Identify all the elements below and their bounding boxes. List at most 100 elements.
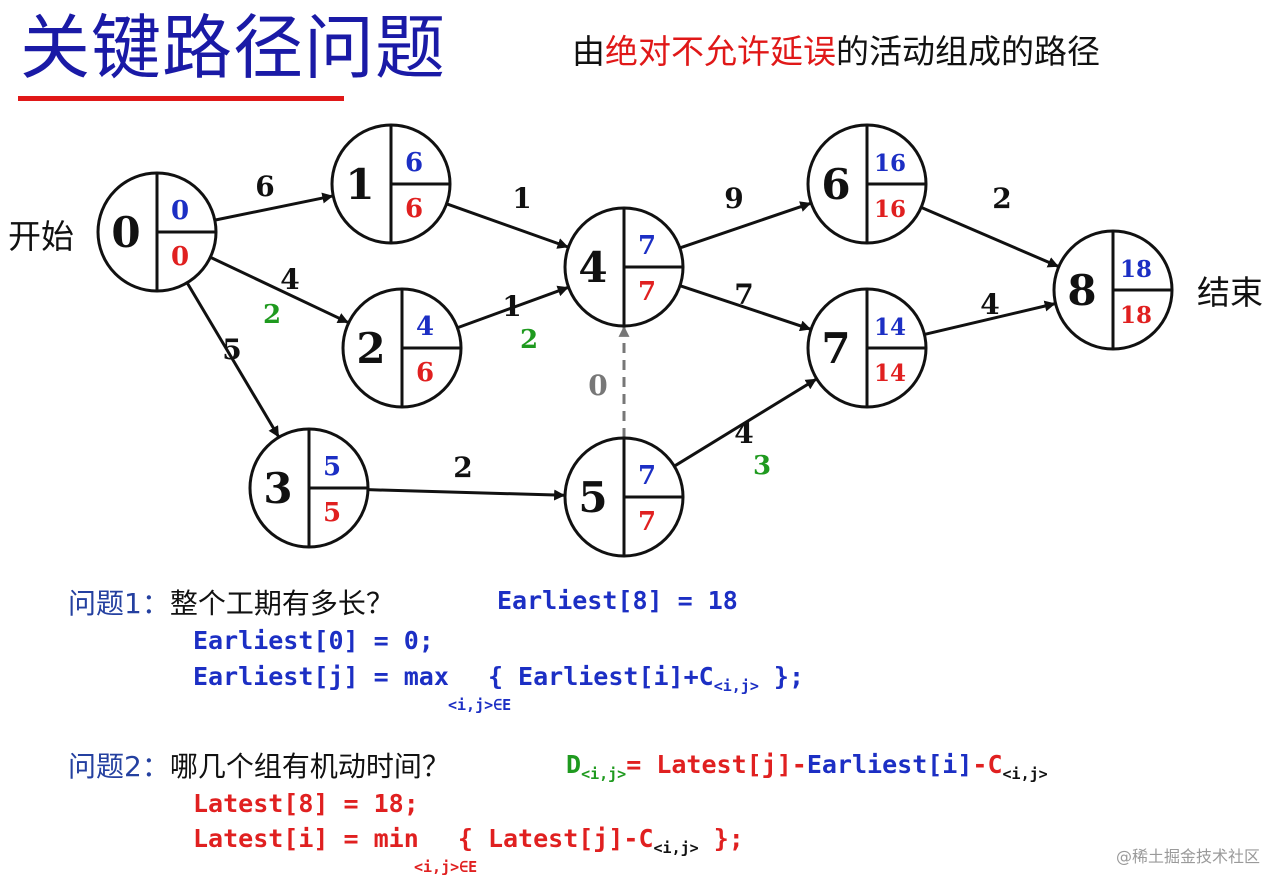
node-earliest: 18 <box>1120 256 1152 283</box>
node-6: 6 16 16 <box>806 123 928 245</box>
q1-question: 整个工期有多长？ <box>169 587 394 620</box>
q1-line2-under: <i,j>∈E <box>448 696 512 714</box>
edge-3-5 <box>367 488 566 501</box>
node-id: 8 <box>1067 266 1096 315</box>
node-earliest: 7 <box>638 461 656 491</box>
edge-0-1 <box>214 192 334 222</box>
node-5: 5 7 7 <box>563 436 685 558</box>
q1-row: 问题1：整个工期有多长？ <box>68 582 394 622</box>
q2-question: 哪几个组有机动时间？ <box>169 750 450 783</box>
watermark: @稀土掘金技术社区 <box>1115 847 1260 866</box>
node-latest: 7 <box>638 507 656 537</box>
edge-weight-1-4: 1 <box>512 182 531 215</box>
edge-4-7 <box>679 284 812 332</box>
q2-formula-earliest: Earliest[i] <box>806 750 973 779</box>
q2-formula-eq: = Latest[j]- <box>626 750 807 779</box>
edge-4-6 <box>679 201 812 250</box>
edge-weight-2-4: 1 <box>502 290 521 323</box>
page-title: 关键路径问题 <box>20 7 446 89</box>
node-id: 7 <box>821 324 850 373</box>
node-id: 5 <box>578 473 607 522</box>
q1-line2-rest-b: }; <box>758 662 805 691</box>
end-label: 结束 <box>1197 273 1263 312</box>
q2-line2-sub: <i,j> <box>653 839 699 857</box>
q1-line1: Earliest[0] = 0; <box>193 626 434 655</box>
subtitle-prefix: 由 <box>572 32 605 71</box>
q2-formula-d-sub: <i,j> <box>581 765 627 783</box>
edge-6-8 <box>920 205 1059 268</box>
node-1: 1 6 6 <box>330 123 452 245</box>
node-id: 6 <box>821 160 850 209</box>
edge-weight-4-7: 7 <box>734 278 753 311</box>
title-underline <box>18 96 344 101</box>
q2-formula-minus: -C <box>972 750 1003 779</box>
edge-weight-4-6: 9 <box>724 182 743 215</box>
q2-row: 问题2：哪几个组有机动时间？ <box>68 745 450 785</box>
edge-slack-0-2: 2 <box>263 300 281 330</box>
node-earliest: 14 <box>874 314 906 341</box>
node-id: 3 <box>263 464 292 513</box>
edge-weight-7-8: 4 <box>980 288 999 321</box>
edge-slack-5-7: 3 <box>753 451 771 481</box>
node-7: 7 14 14 <box>806 287 928 409</box>
start-label: 开始 <box>8 217 74 256</box>
q1-answer: Earliest[8] = 18 <box>497 586 738 615</box>
edge-weight-6-8: 2 <box>992 182 1011 215</box>
node-latest: 6 <box>405 194 423 224</box>
edge-0-2 <box>209 255 349 324</box>
node-latest: 16 <box>874 196 906 223</box>
subtitle: 由绝对不允许延误的活动组成的路径 <box>572 32 1100 72</box>
subtitle-highlight: 绝对不允许延误 <box>605 32 836 71</box>
edge-slack-2-4: 2 <box>520 325 538 355</box>
edge-1-4 <box>446 202 569 249</box>
edge-weight-5-7: 4 <box>734 417 753 450</box>
q2-label: 问题2： <box>68 750 170 783</box>
node-earliest: 5 <box>323 452 341 482</box>
edge-weight-5-4: 0 <box>588 369 607 402</box>
node-id: 0 <box>111 208 140 257</box>
node-latest: 5 <box>323 498 341 528</box>
edge-7-8 <box>924 300 1056 336</box>
node-3: 3 5 5 <box>248 427 370 549</box>
q2-line2-rest-a: { Latest[j]-C <box>457 824 654 853</box>
q1-label: 问题1： <box>68 587 170 620</box>
node-earliest: 4 <box>416 312 434 342</box>
q2-line2-rest-b: }; <box>698 824 744 853</box>
node-earliest: 0 <box>171 196 189 226</box>
node-2: 2 4 6 <box>341 287 463 409</box>
node-latest: 14 <box>874 360 906 387</box>
subtitle-suffix: 的活动组成的路径 <box>836 32 1100 71</box>
node-latest: 7 <box>638 277 656 307</box>
node-id: 1 <box>345 160 374 209</box>
node-id: 4 <box>578 243 607 292</box>
edge-weight-0-1: 6 <box>255 170 274 203</box>
q2-line2-main: Latest[i] = min <box>193 824 419 853</box>
q2-line1: Latest[8] = 18; <box>193 789 419 818</box>
q2-line2: Latest[i] = min { Latest[j]-C<i,j> }; <box>193 824 744 857</box>
node-4: 4 7 7 <box>563 206 685 328</box>
q1-line2-sub: <i,j> <box>713 677 759 695</box>
q1-line2-main: Earliest[j] = max <box>193 662 449 691</box>
edge-weight-0-2: 4 <box>280 263 299 296</box>
node-earliest: 6 <box>405 148 423 178</box>
node-8: 8 18 18 <box>1052 229 1174 351</box>
node-earliest: 16 <box>874 150 906 177</box>
q2-formula: D<i,j>= Latest[j]-Earliest[i]-C<i,j> <box>566 750 1048 783</box>
edge-5-7 <box>673 378 817 468</box>
node-id: 2 <box>356 324 385 373</box>
node-earliest: 7 <box>638 231 656 261</box>
edge-weight-3-5: 2 <box>453 451 472 484</box>
q2-formula-d: D <box>566 750 582 779</box>
node-latest: 18 <box>1120 302 1152 329</box>
q1-line2-rest-a: { Earliest[i]+C <box>487 662 714 691</box>
q2-formula-c-sub: <i,j> <box>1002 765 1048 783</box>
q1-line2: Earliest[j] = max { Earliest[i]+C<i,j> }… <box>193 662 804 695</box>
node-latest: 6 <box>416 358 434 388</box>
q2-line2-under: <i,j>∈E <box>414 858 478 876</box>
edge-weight-0-3: 5 <box>222 333 241 366</box>
edge-0-3 <box>185 281 280 438</box>
